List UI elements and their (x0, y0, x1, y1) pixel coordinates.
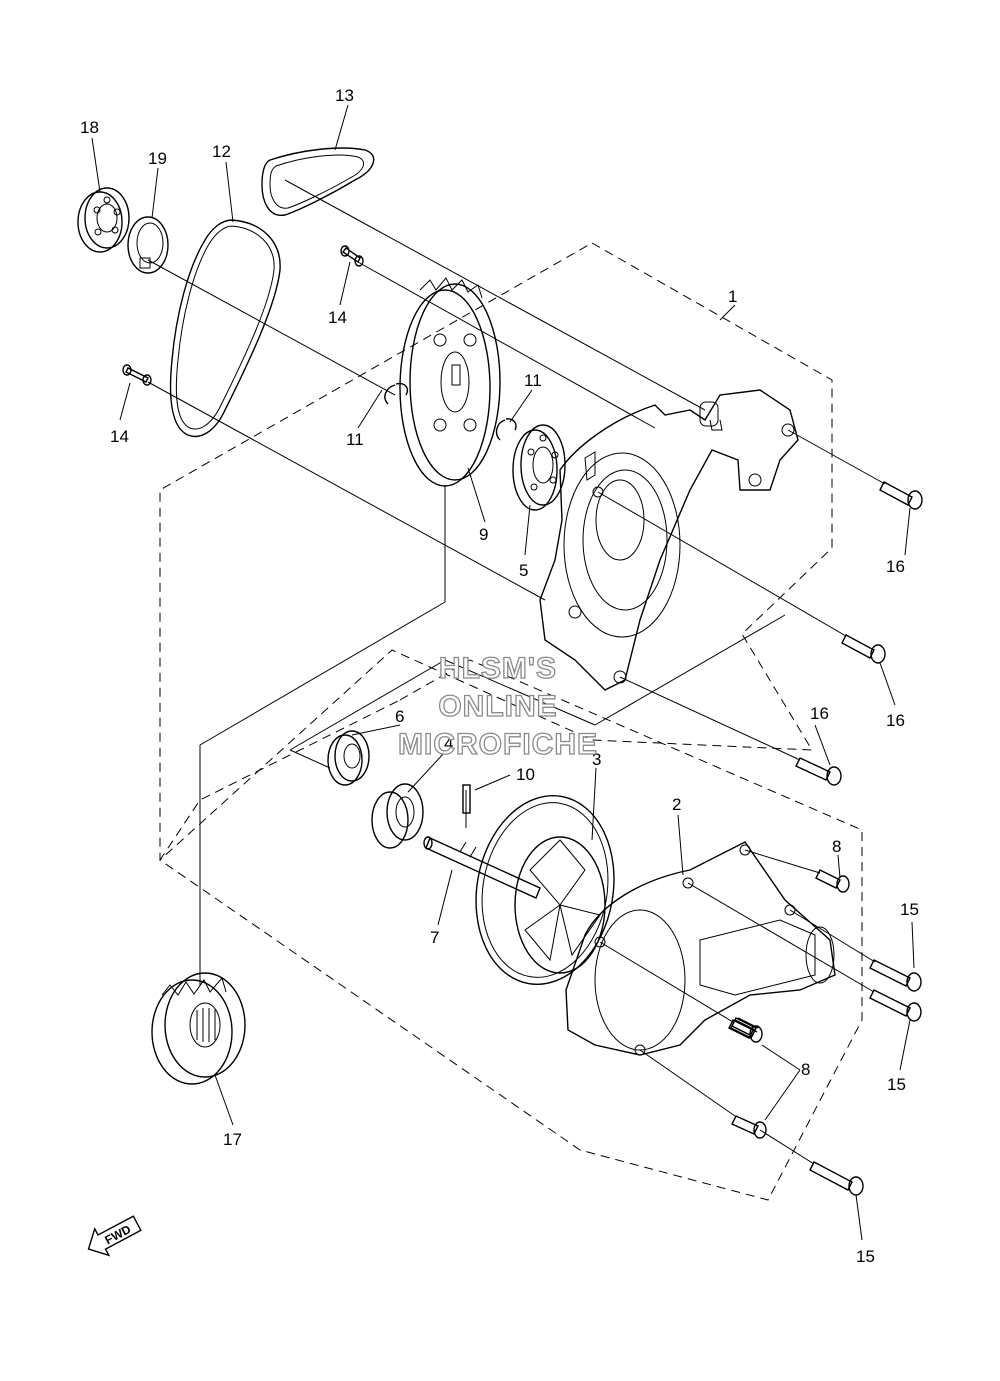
callout-16-middle: 16 (886, 711, 905, 730)
bolt-15-b (869, 989, 922, 1022)
callout-10: 10 (516, 765, 535, 784)
dowel-pin-14-upper (340, 245, 364, 267)
bolt-8-f (731, 1115, 767, 1139)
bolt-16-b (841, 634, 886, 664)
callout-18: 18 (80, 118, 99, 137)
bolt-8-a (815, 869, 850, 893)
bolt-15-c (809, 1161, 864, 1196)
callout-3: 3 (592, 750, 601, 769)
watermark: HLSM'S ONLINE MICROFICHE (397, 651, 598, 761)
gasket-13 (261, 147, 375, 216)
callout-12: 12 (212, 142, 231, 161)
watermark-line-3: MICROFICHE (398, 728, 598, 761)
o-ring-3 (475, 795, 615, 985)
group-outline-upper (159, 242, 833, 862)
callout-8-lower: 8 (801, 1060, 810, 1079)
bearing-5 (512, 424, 566, 511)
bolt-8-d (731, 1017, 757, 1037)
bolt-16-a (879, 481, 923, 510)
callout-15-upper: 15 (900, 900, 919, 919)
o-ring-12 (169, 219, 281, 437)
callout-5: 5 (519, 561, 528, 580)
callout-1: 1 (728, 287, 737, 306)
callout-13: 13 (335, 86, 354, 105)
dowel-pin-14-left (122, 364, 152, 386)
gear-17 (151, 972, 246, 1085)
circlip-11-right (495, 418, 517, 441)
callout-9: 9 (479, 525, 488, 544)
fwd-label: FWD (102, 1222, 133, 1247)
callout-19: 19 (148, 149, 167, 168)
circlip-11-left (384, 382, 409, 405)
impeller (514, 836, 606, 974)
callout-11-upper: 11 (524, 371, 542, 390)
bolt-15-a (869, 959, 922, 992)
group-outline-lower (159, 659, 863, 1201)
fwd-arrow-icon: FWD (87, 1215, 142, 1257)
callout-14-upper: 14 (328, 308, 347, 327)
bolt-8-e (737, 1017, 759, 1029)
pump-housing-1 (539, 389, 799, 691)
bolt-16-c (795, 757, 842, 786)
impeller-shaft-7 (423, 836, 541, 899)
callout-7: 7 (430, 928, 439, 947)
watermark-line-1: HLSM'S (439, 652, 557, 685)
assembly-lines (147, 179, 886, 1165)
bearing-18 (77, 187, 130, 253)
callout-11-lower: 11 (346, 430, 364, 449)
callout-15-middle: 15 (887, 1075, 906, 1094)
callout-6: 6 (395, 707, 404, 726)
mechanical-seal-4 (371, 783, 424, 849)
callout-16-upper: 16 (886, 557, 905, 576)
gear-9 (399, 277, 501, 487)
callout-8-upper: 8 (832, 837, 841, 856)
callout-14-left: 14 (110, 427, 129, 446)
callout-2: 2 (672, 795, 681, 814)
callout-17: 17 (223, 1130, 242, 1149)
leader-lines (91, 104, 915, 1241)
oil-seal-6 (327, 730, 370, 786)
callout-4: 4 (444, 734, 453, 753)
callout-16-lower: 16 (810, 704, 829, 723)
watermark-line-2: ONLINE (438, 690, 557, 723)
circlip-19 (127, 216, 169, 274)
pump-housing-2 (565, 841, 836, 1056)
callout-15-lower: 15 (856, 1247, 875, 1266)
